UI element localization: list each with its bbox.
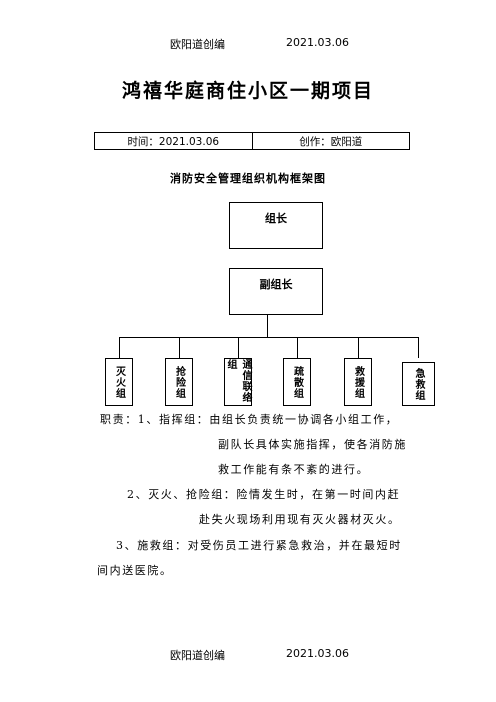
team-box-2: 抢险组 <box>165 358 193 406</box>
duty-line-5: 赴失火现场利用现有灭火器材灭火。 <box>199 513 401 526</box>
team-line-2 <box>179 337 180 358</box>
duty-line-2: 副队长具体实施指挥，使各消防施 <box>218 438 407 451</box>
team-label-1: 灭火组 <box>113 365 125 399</box>
team-label-4: 疏散组 <box>291 365 303 399</box>
deputy-down-line <box>267 315 268 337</box>
header-author: 欧阳道创编 <box>170 38 225 51</box>
team-label-5: 救援组 <box>352 365 364 399</box>
team-line-3 <box>238 337 239 358</box>
team-line-4 <box>297 337 298 358</box>
meta-table: 时间：2021.03.06 创作：欧阳道 <box>94 132 410 150</box>
footer-date: 2021.03.06 <box>286 647 349 660</box>
team-bus-line <box>119 337 418 338</box>
team-box-4: 疏散组 <box>283 358 311 406</box>
team-line-1 <box>119 337 120 358</box>
footer-author: 欧阳道创编 <box>170 649 225 662</box>
duty-line-1: 职责：1、指挥组：由组长负责统一协调各小组工作， <box>100 413 399 426</box>
chart-title: 消防安全管理组织机构框架图 <box>170 172 326 185</box>
team-box-5: 救援组 <box>344 358 372 406</box>
duty-line-7: 间内送医院。 <box>97 564 173 577</box>
team-box-6: 急救组 <box>402 362 435 406</box>
team-line-5 <box>358 337 359 358</box>
team-line-6 <box>418 337 419 358</box>
header-date: 2021.03.06 <box>286 36 349 49</box>
team-box-3: 通信联络组 <box>224 358 252 406</box>
deputy-box: 副组长 <box>229 268 323 315</box>
meta-author: 创作：欧阳道 <box>299 135 363 148</box>
duty-line-6: 3、施救组：对受伤员工进行紧急救治，并在最短时 <box>116 539 402 552</box>
meta-time: 时间：2021.03.06 <box>95 133 253 149</box>
duty-line-4: 2、灭火、抢险组：险情发生时，在第一时间内赶 <box>127 488 401 501</box>
deputy-label: 副组长 <box>259 278 293 291</box>
duty-line-3: 救工作能有条不紊的进行。 <box>218 463 370 476</box>
team-label-6: 急救组 <box>413 367 424 401</box>
document-title: 鸿禧华庭商住小区一期项目 <box>121 80 374 102</box>
team-label-2: 抢险组 <box>173 365 185 399</box>
team-box-1: 灭火组 <box>105 358 133 406</box>
leader-box: 组长 <box>229 202 323 249</box>
leader-label: 组长 <box>265 212 287 225</box>
team-label-3: 通信联络组 <box>225 359 251 403</box>
